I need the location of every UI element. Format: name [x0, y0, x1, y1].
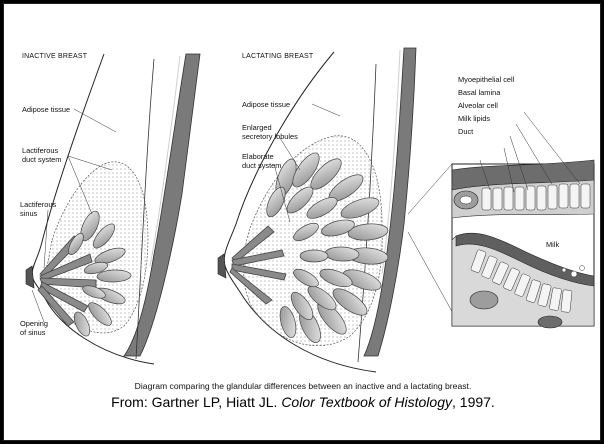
- inactive-opening-label: Opening of sinus: [20, 319, 48, 337]
- milk-lipids-label: Milk lipids: [458, 114, 490, 123]
- lactating-adipose-label: Adipose tissue: [242, 100, 290, 109]
- inactive-adipose-label: Adipose tissue: [22, 105, 70, 114]
- milk-label: Milk: [546, 240, 559, 249]
- lactating-ducts-label: Elaborate duct system: [242, 152, 281, 170]
- breast-anatomy-illustration: [4, 4, 601, 441]
- citation-prefix: From: Gartner LP, Hiatt JL.: [111, 394, 281, 410]
- basal-lamina-label: Basal lamina: [458, 88, 500, 97]
- citation-suffix: , 1997.: [452, 394, 495, 410]
- alveolus-inset: [452, 112, 594, 328]
- inactive-breast-title: INACTIVE BREAST: [22, 52, 87, 61]
- lactating-breast-drawing: [218, 48, 460, 372]
- lactating-breast-title: LACTATING BREAST: [242, 52, 313, 61]
- figure-frame: INACTIVE BREAST Adipose tissue Lactifero…: [3, 3, 601, 441]
- alveolar-cell-label: Alveolar cell: [458, 101, 498, 110]
- myoepithelial-cell-label: Myoepithelial cell: [458, 75, 514, 84]
- figure-caption: Diagram comparing the glandular differen…: [4, 381, 601, 391]
- lactating-lobules-label: Enlarged secretory lobules: [242, 123, 298, 141]
- citation-title: Color Textbook of Histology: [281, 394, 452, 410]
- inactive-lactiferous-sinus-label: Lactiferous sinus: [20, 200, 56, 218]
- inactive-lactiferous-duct-label: Lactiferous duct system: [22, 146, 61, 164]
- duct-label: Duct: [458, 127, 473, 136]
- figure-citation: From: Gartner LP, Hiatt JL. Color Textbo…: [4, 394, 601, 410]
